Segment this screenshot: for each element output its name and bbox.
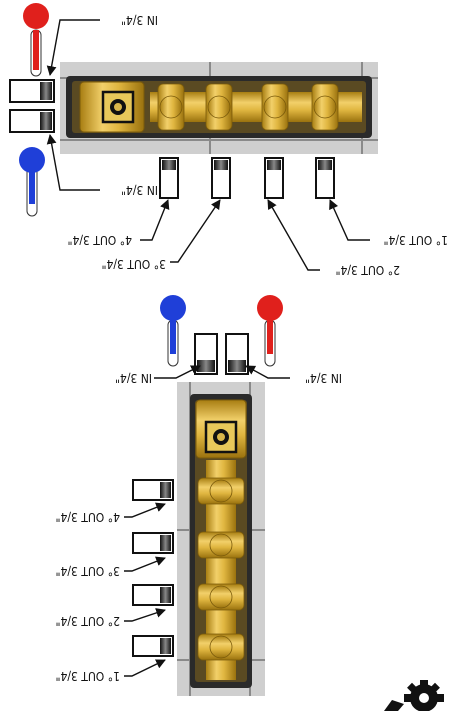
- label-out1-bottom: 1° OUT 3/4": [56, 669, 120, 683]
- top-inlet-fittings: [9, 79, 55, 133]
- bottom-manifold: [177, 382, 265, 696]
- label-in-cold-bottom: IN 3/4": [115, 371, 152, 385]
- thermometer-cold-bottom-icon: [160, 295, 186, 367]
- thermometer-cold-icon: [19, 147, 45, 217]
- label-out1-top: 1° OUT 3/4": [384, 233, 448, 247]
- label-out2-bottom: 2° OUT 3/4": [56, 614, 120, 628]
- label-in-hot-bottom: IN 3/4": [305, 371, 342, 385]
- label-out4-top: 4° OUT 3/4": [68, 233, 132, 247]
- label-out3-bottom: 3° OUT 3/4": [56, 564, 120, 578]
- label-out4-bottom: 4° OUT 3/4": [56, 510, 120, 524]
- label-in-hot-top: IN 3/4": [121, 13, 158, 27]
- thermometer-hot-bottom-icon: [257, 295, 283, 367]
- top-outlet-fittings: [159, 157, 335, 199]
- gear-icon: [384, 680, 444, 711]
- label-out3-top: 3° OUT 3/4": [102, 257, 166, 271]
- label-out2-top: 2° OUT 3/4": [336, 263, 400, 277]
- label-in-cold-top: IN 3/4": [121, 183, 158, 197]
- top-manifold: [60, 62, 378, 154]
- thermometer-hot-icon: [23, 3, 49, 77]
